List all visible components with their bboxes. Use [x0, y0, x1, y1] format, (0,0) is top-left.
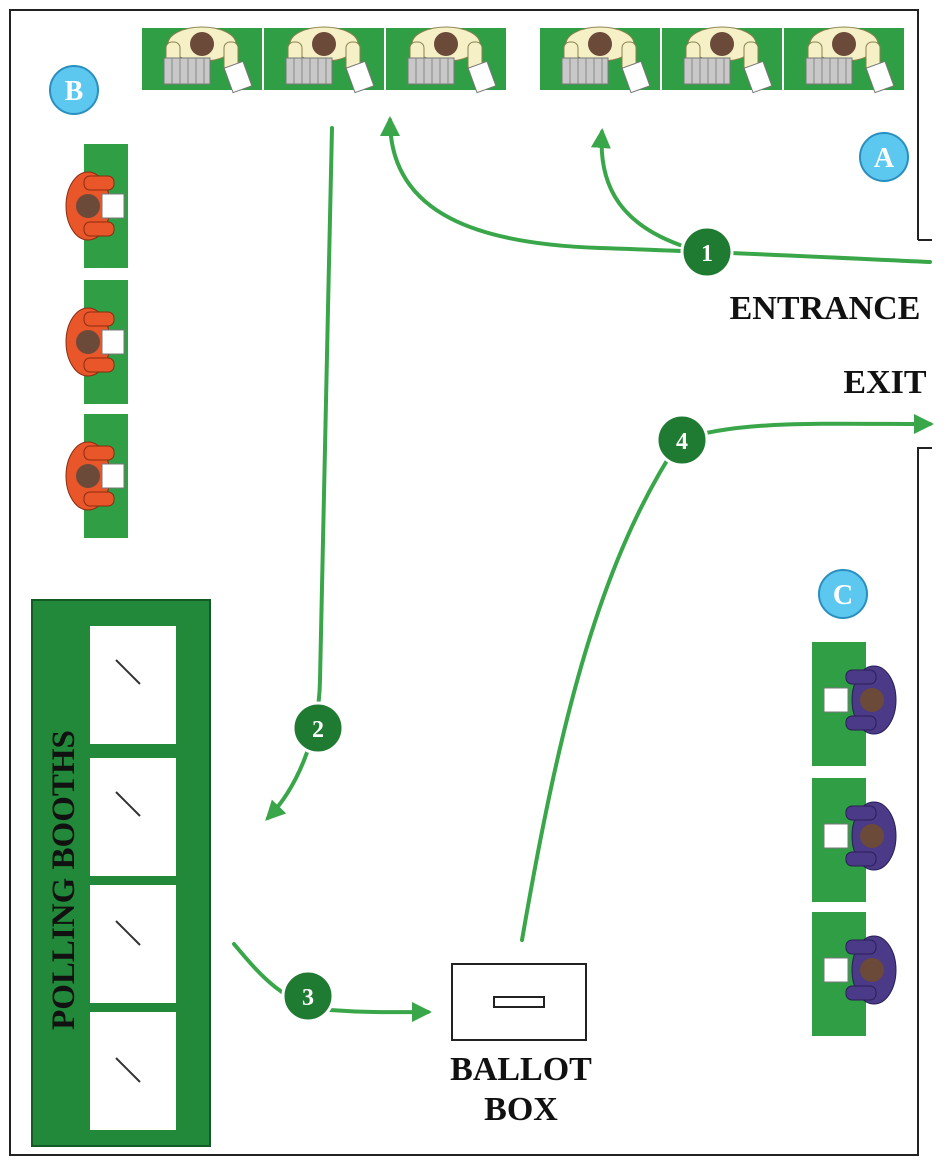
clerk-icon — [263, 26, 385, 94]
svg-text:A: A — [874, 143, 895, 174]
arrow-icon — [590, 128, 682, 247]
arrow-icon — [265, 126, 334, 821]
arrow-icon — [380, 116, 932, 264]
ballot-box-icon — [451, 963, 587, 1041]
clerk-icon — [65, 413, 129, 539]
zone-b-clerks — [65, 143, 129, 539]
clerk-icon — [783, 26, 905, 94]
flow-paths — [232, 116, 934, 1023]
room-walls — [9, 9, 932, 1156]
ballot-box-label-line2: BOX — [484, 1091, 558, 1128]
zone-a-badge: A — [859, 132, 909, 182]
clerk-icon — [385, 26, 507, 94]
zone-b-badge: B — [49, 65, 99, 115]
zone-c-badge: C — [818, 569, 868, 619]
polling-booths-label: POLLING BOOTHS — [46, 730, 82, 1030]
exit-label: EXIT — [843, 364, 926, 401]
clerk-icon — [661, 26, 783, 94]
svg-text:C: C — [833, 580, 853, 611]
step-marker-3: 3 — [281, 969, 335, 1023]
polling-booths: POLLING BOOTHS — [31, 599, 211, 1147]
svg-text:1: 1 — [701, 241, 713, 267]
clerk-icon — [811, 911, 897, 1037]
clerk-icon — [65, 279, 129, 405]
zone-c-clerks — [811, 641, 897, 1037]
clerk-icon — [65, 143, 129, 269]
clerk-icon — [539, 26, 661, 94]
clerk-icon — [141, 26, 263, 94]
ballot-box-label-line1: BALLOT — [450, 1051, 592, 1088]
step-marker-1: 1 — [680, 225, 734, 279]
zone-a-clerks — [141, 26, 905, 94]
step-marker-4: 4 — [655, 413, 709, 467]
svg-text:2: 2 — [312, 717, 324, 743]
clerk-icon — [811, 641, 897, 767]
arrow-icon — [520, 413, 934, 942]
svg-text:3: 3 — [302, 985, 314, 1011]
svg-text:B: B — [65, 76, 84, 107]
svg-text:4: 4 — [676, 429, 688, 455]
clerk-icon — [811, 777, 897, 903]
step-marker-2: 2 — [291, 701, 345, 755]
entrance-label: ENTRANCE — [730, 290, 921, 327]
